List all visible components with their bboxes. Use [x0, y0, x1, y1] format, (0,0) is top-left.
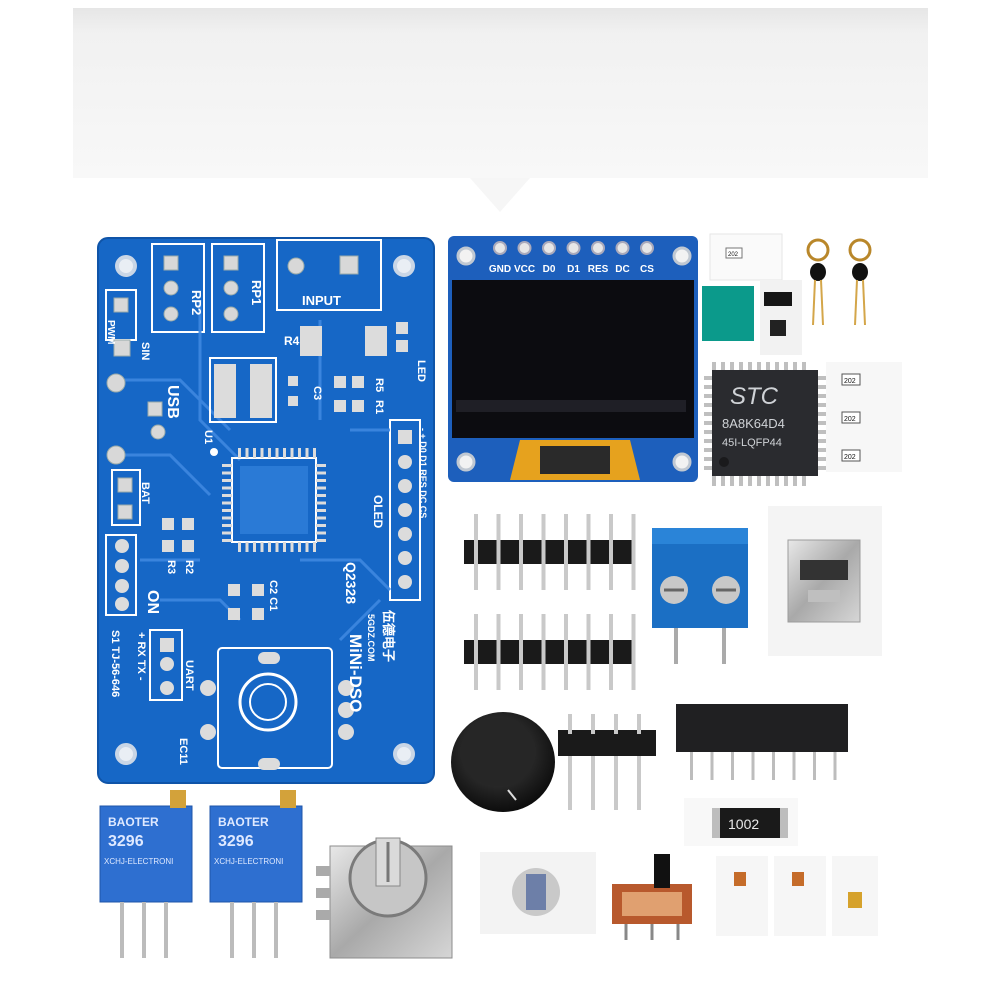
smd-capacitor-tape — [480, 852, 596, 934]
label-brand-url: 5GDZ.COM — [366, 614, 376, 662]
oled-pin-label: RES — [588, 264, 609, 275]
trimpot-maker: XCHJ-ELECTRONI — [214, 857, 283, 866]
label-ec11: EC11 — [177, 738, 189, 765]
label-rp2: RP2 — [189, 290, 204, 315]
smd-resistor-top: 202 — [709, 233, 783, 281]
oled-pin-hole — [566, 241, 581, 255]
protective-film — [702, 286, 754, 341]
oled-pin-label: GND — [489, 264, 511, 275]
smd-resistor-strip: 202 202 202 — [826, 362, 902, 472]
label-rp1: RP1 — [249, 280, 264, 305]
label-usb: USB — [164, 385, 181, 419]
label-c2c1: C2 C1 — [267, 580, 279, 611]
oled-pin-label: DC — [615, 264, 629, 275]
label-sin: SIN — [139, 342, 151, 360]
label-on: ON — [144, 590, 161, 614]
smd-leds — [716, 856, 878, 936]
label-oled-pins: - + D0 D1 RES DC CS — [418, 428, 428, 518]
oled-pin-label: D1 — [567, 264, 580, 275]
resistor-code-1002: 1002 — [728, 816, 759, 832]
pin-header-4 — [558, 714, 656, 810]
label-uart-pins: + RX TX - — [135, 632, 147, 681]
ec11-footprint — [200, 652, 354, 770]
chip-line2: 45I-LQFP44 — [722, 437, 782, 449]
label-pwm: PWM — [105, 320, 116, 344]
svg-text:202: 202 — [728, 252, 739, 258]
label-c3: C3 — [311, 386, 323, 400]
oled-pin-hole — [517, 241, 532, 255]
oled-pin-hole — [542, 241, 556, 255]
resistor-code-a: 202 — [844, 378, 856, 385]
pin-headers-8 — [464, 514, 636, 690]
stc-mcu-chip: STC 8A8K64D4 45I-LQFP44 — [704, 362, 828, 486]
chip-logo: STC — [730, 383, 779, 410]
female-header — [676, 704, 848, 780]
label-input: INPUT — [302, 293, 341, 308]
label-oled: OLED — [371, 495, 385, 529]
pcb-mounting-holes — [115, 255, 415, 765]
slide-switch — [612, 854, 692, 940]
label-model: MiNi-DSO — [346, 634, 365, 712]
label-r1: R1 — [373, 400, 385, 414]
top-banner — [73, 8, 928, 212]
label-s1: S1 TJ-56-646 — [109, 630, 121, 697]
label-bat: BAT — [139, 482, 151, 504]
oled-pin-label: D0 — [543, 264, 556, 275]
oled-pin-hole — [591, 241, 605, 255]
main-pcb: RP2 RP1 INPUT PWM SIN R4 LED USB C3 R5 R… — [97, 237, 435, 784]
oled-screen — [452, 280, 694, 438]
smd-resistor-1002: 1002 — [684, 798, 798, 846]
oled-pin-hole — [615, 241, 630, 255]
resistor-code-b: 202 — [844, 416, 856, 423]
label-led: LED — [415, 360, 427, 382]
label-u1: U1 — [202, 430, 214, 444]
trimpot-maker: XCHJ-ELECTRONI — [104, 857, 173, 866]
ec11-encoder — [316, 837, 453, 959]
label-r2: R2 — [183, 560, 195, 574]
label-r4: R4 — [284, 334, 300, 348]
oled-pin-holes — [493, 241, 654, 255]
label-q2: Q2328 — [343, 562, 359, 604]
trimpot-brand: BAOTER — [218, 815, 269, 829]
rotary-knob — [451, 712, 555, 812]
oled-pin-label: VCC — [514, 264, 535, 275]
label-brand: 伍德电子 — [381, 609, 396, 662]
oled-pin-hole — [640, 241, 654, 255]
screw-terminal — [652, 528, 748, 664]
label-uart: UART — [183, 660, 195, 691]
axial-inductors — [806, 238, 872, 326]
label-r5: R5 — [373, 378, 385, 392]
mcu-footprint — [210, 448, 326, 552]
micro-usb-connector — [768, 506, 882, 656]
resistor-code-c: 202 — [844, 454, 856, 461]
trimpot-model: 3296 — [108, 833, 144, 850]
oled-pin-hole — [493, 241, 507, 255]
trimpot-model: 3296 — [218, 833, 254, 850]
trimpot-brand: BAOTER — [108, 815, 159, 829]
label-r3: R3 — [165, 560, 177, 574]
chip-line1: 8A8K64D4 — [722, 416, 785, 431]
smd-diode — [760, 280, 802, 355]
oled-pin-label: CS — [640, 264, 654, 275]
